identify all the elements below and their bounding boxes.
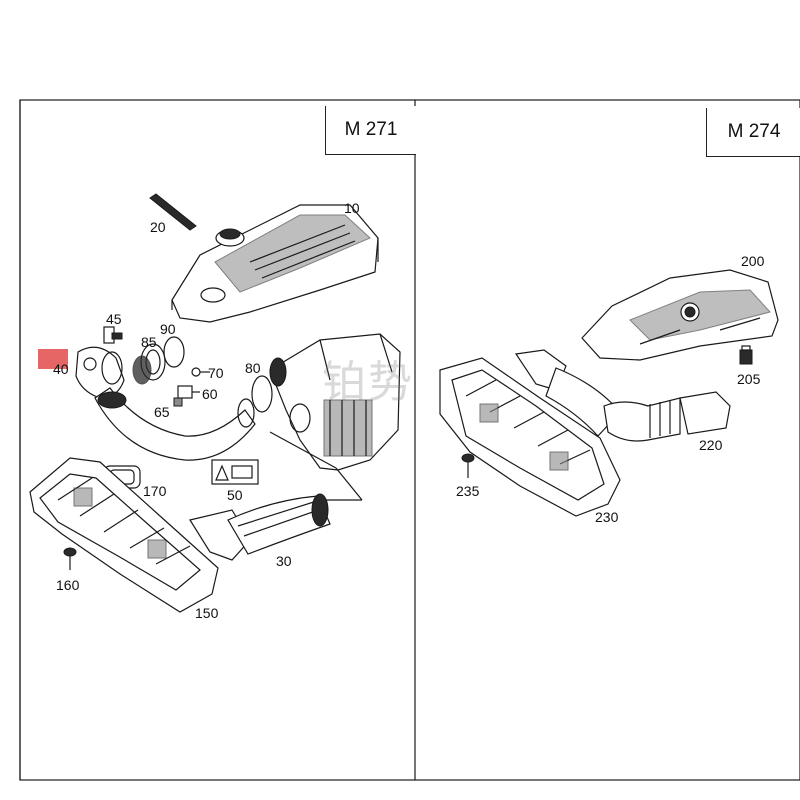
part-50-warning-label (211, 459, 259, 485)
part-205-plug (739, 345, 753, 365)
part-65-clip (173, 397, 183, 407)
part-90-seal-ring (163, 336, 185, 368)
callout-150: 150 (195, 605, 219, 621)
part-10-engine-cover (171, 204, 379, 323)
callout-205: 205 (737, 371, 761, 387)
callout-10: 10 (344, 200, 360, 216)
part-80-seal-ring (251, 375, 273, 413)
watermark: 铂势 (322, 357, 414, 408)
part-220-intake-duct (514, 349, 731, 442)
part-200-engine-cover (581, 269, 779, 361)
part-20-seal-strip (149, 193, 197, 231)
callout-230: 230 (595, 509, 619, 525)
part-70-bolt (191, 367, 210, 377)
engine-tag-m271: M 271 (325, 106, 416, 155)
callout-60: 60 (202, 386, 218, 402)
callout-80: 80 (245, 360, 261, 376)
part-230-cowl-panel (439, 357, 621, 517)
callout-160: 160 (56, 577, 80, 593)
part-30-intake-duct (189, 493, 331, 561)
callout-170: 170 (143, 483, 167, 499)
callout-90: 90 (160, 321, 176, 337)
part-160-push-clip (63, 547, 77, 570)
part-235-push-clip (461, 453, 475, 478)
callout-30: 30 (276, 553, 292, 569)
callout-70: 70 (208, 365, 224, 381)
intake-pipe (94, 387, 256, 461)
part-40-intake-elbow (75, 346, 125, 399)
part-150-cowl-panel (29, 457, 219, 613)
part-45-sensor (103, 326, 123, 344)
callout-65: 65 (154, 404, 170, 420)
air-filter-housing (269, 333, 401, 471)
callout-20: 20 (150, 219, 166, 235)
callout-40: 40 (53, 361, 69, 377)
highlight-marker (38, 349, 68, 369)
part-85-hose (132, 343, 166, 385)
callout-200: 200 (741, 253, 765, 269)
callout-85: 85 (141, 334, 157, 350)
callout-45: 45 (106, 311, 122, 327)
callout-235: 235 (456, 483, 480, 499)
callout-220: 220 (699, 437, 723, 453)
engine-tag-m274: M 274 (706, 108, 800, 157)
part-60-valve (177, 385, 200, 399)
callout-50: 50 (227, 487, 243, 503)
